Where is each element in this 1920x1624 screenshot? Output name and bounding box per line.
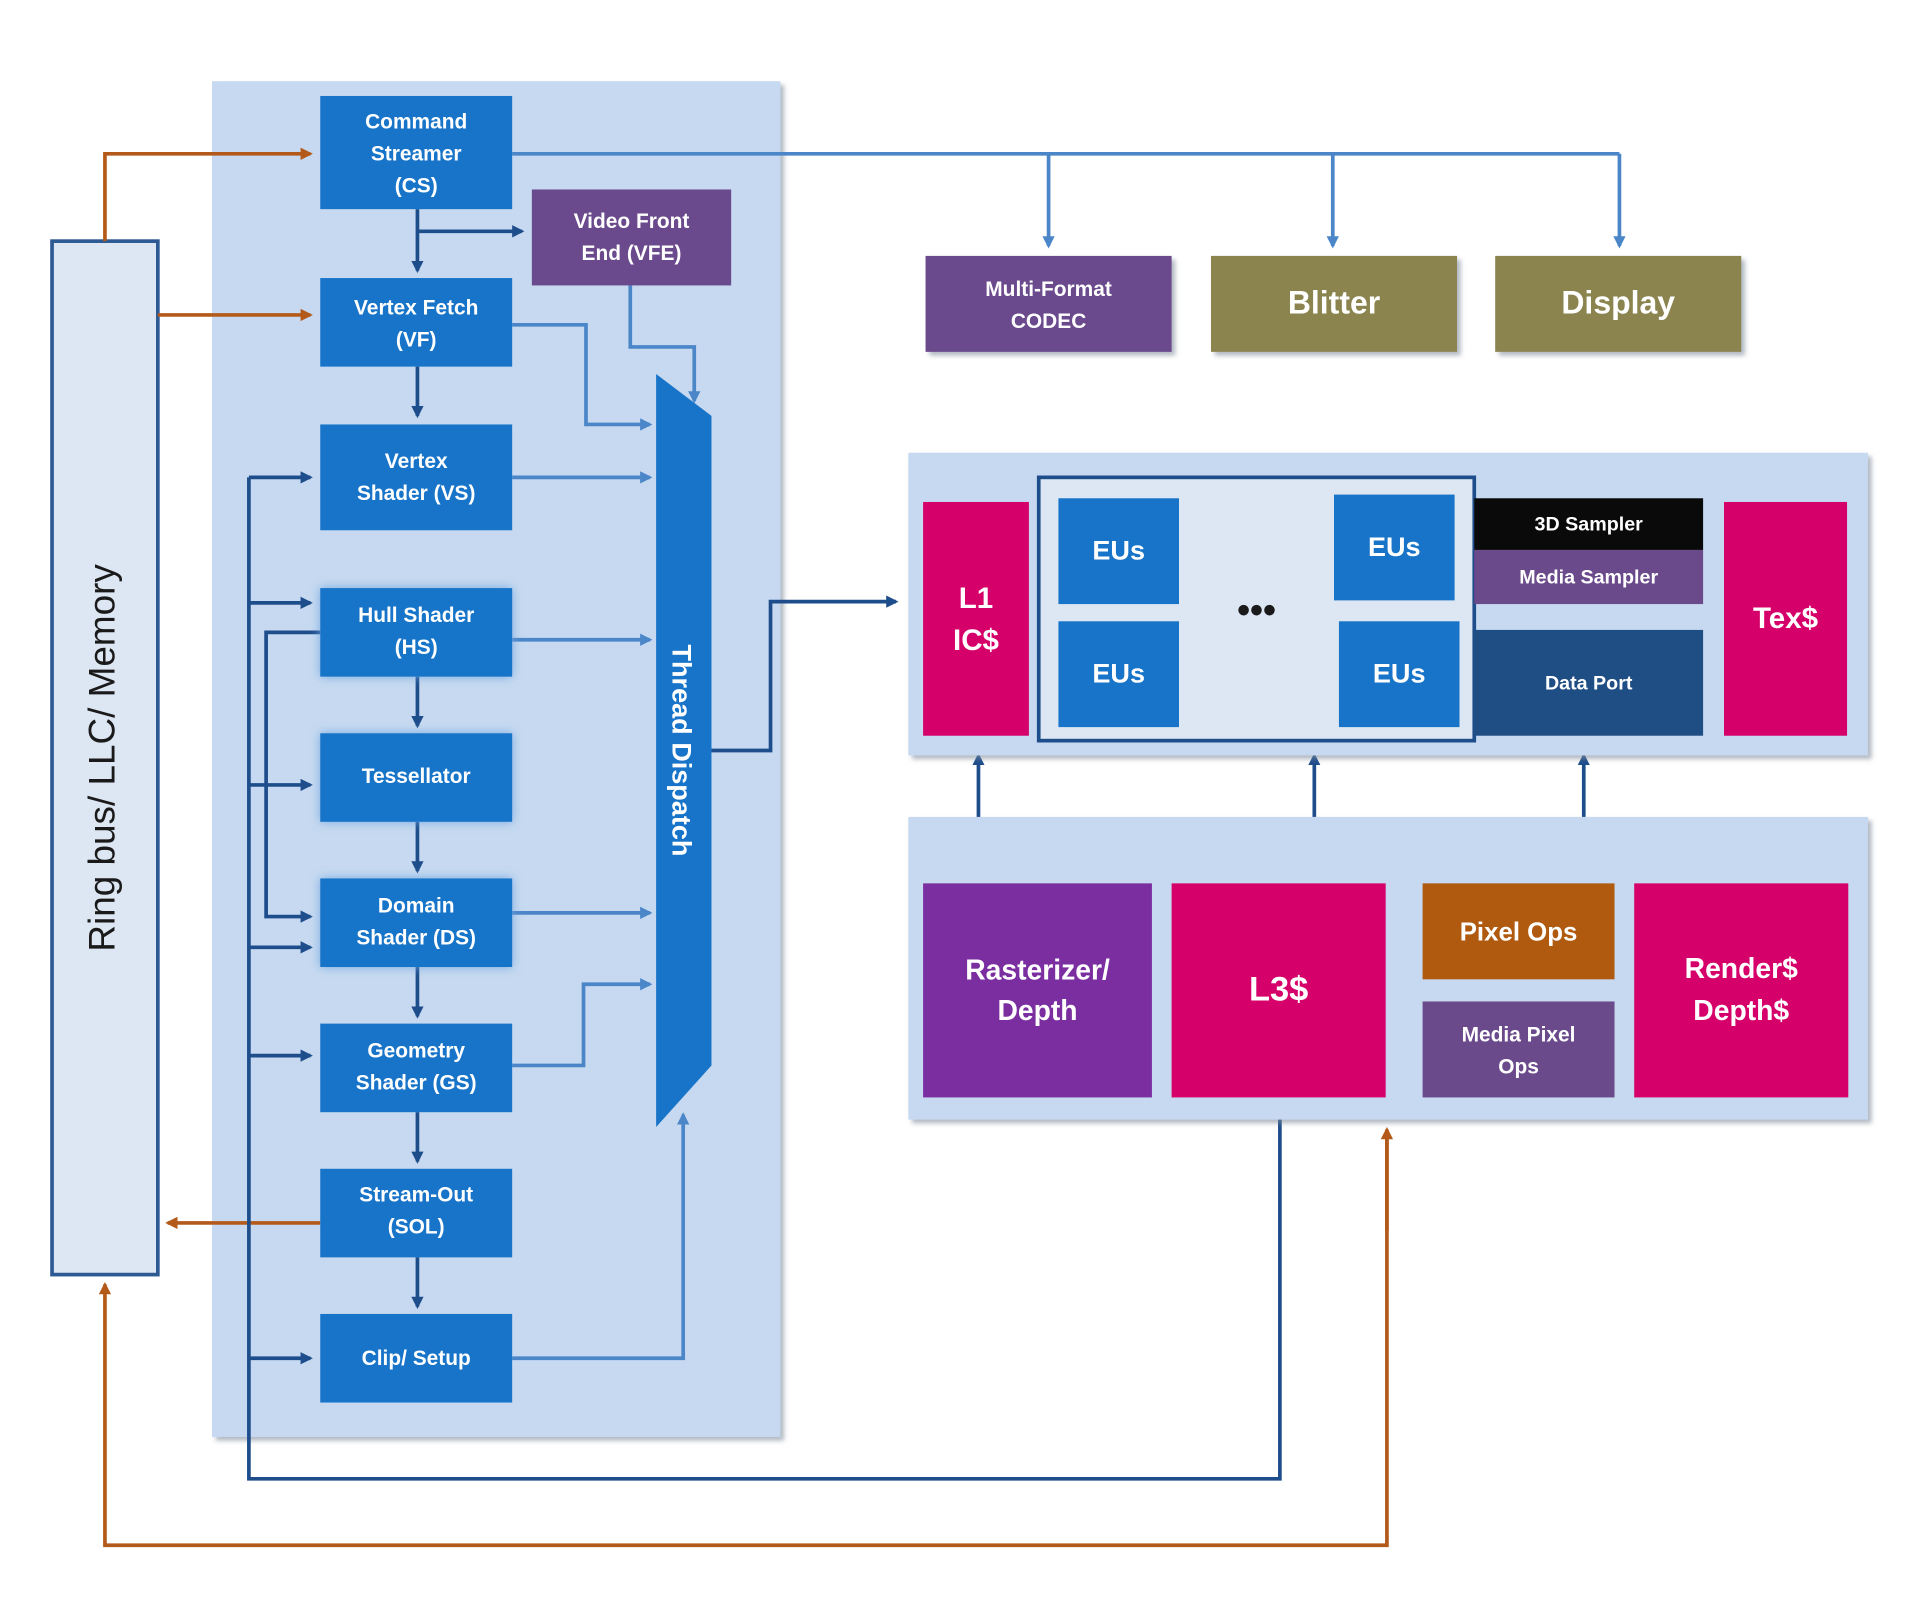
memory-to-cs-arrow [103, 147, 313, 242]
thread-dispatch-block[interactable]: Thread Dispatch [656, 374, 712, 1127]
data-port-label: Data Port [1545, 672, 1633, 694]
media-sampler-block[interactable]: Media Sampler [1474, 549, 1704, 605]
render-cache-label-1: Render$ [1685, 952, 1798, 984]
eu-label: EUs [1092, 659, 1145, 689]
l1-label-1: L1 [959, 582, 993, 615]
ds-label-1: Domain [378, 894, 455, 917]
codec-label-2: CODEC [1011, 310, 1087, 333]
hs-label-2: (HS) [395, 636, 438, 659]
eu-label: EUs [1092, 536, 1145, 566]
l3-cache-block[interactable]: L3$ [1171, 883, 1386, 1098]
media-pixel-ops-block[interactable]: Media Pixel Ops [1422, 1001, 1615, 1098]
codec-label-1: Multi-Format [985, 278, 1112, 301]
3d-sampler-block[interactable]: 3D Sampler [1474, 498, 1704, 550]
codec-block[interactable]: Multi-Format CODEC [925, 255, 1172, 352]
memory-connections [98, 147, 1394, 1548]
vertex-fetch-block[interactable]: Vertex Fetch (VF) [320, 278, 513, 367]
vfe-label-1: Video Front [574, 210, 690, 233]
media-pixel-ops-label-2: Ops [1498, 1055, 1539, 1078]
eu-label: EUs [1373, 659, 1426, 689]
te-label: Tessellator [362, 765, 471, 788]
pixel-ops-label: Pixel Ops [1460, 919, 1578, 947]
eu-block-3[interactable]: EUs [1058, 621, 1179, 728]
vf-label-1: Vertex Fetch [354, 296, 478, 319]
dispatch-to-eu-arrow [711, 595, 899, 753]
pixel-ops-block[interactable]: Pixel Ops [1422, 883, 1615, 980]
vfe-label-2: End (VFE) [582, 242, 682, 265]
blitter-block[interactable]: Blitter [1210, 255, 1458, 352]
vf-label-2: (VF) [396, 328, 437, 351]
data-port-block[interactable]: Data Port [1474, 629, 1704, 736]
render-cache-block[interactable]: Render$ Depth$ [1634, 883, 1849, 1098]
stream-out-block[interactable]: Stream-Out (SOL) [320, 1168, 513, 1258]
media-pixel-ops-label-1: Media Pixel [1462, 1023, 1576, 1046]
media-sampler-label: Media Sampler [1519, 566, 1658, 588]
rasterizer-label-2: Depth [997, 994, 1077, 1026]
l1-label-2: IC$ [953, 624, 999, 657]
memory-block[interactable]: Ring bus/ LLC/ Memory [50, 239, 160, 1277]
l3-label: L3$ [1249, 971, 1308, 1009]
memory-backend-loop-arrow [98, 1131, 1389, 1548]
ds-label-2: Shader (DS) [356, 926, 476, 949]
hs-to-ds-bypass [264, 630, 321, 923]
sol-label-2: (SOL) [388, 1215, 445, 1238]
gs-label-2: Shader (GS) [356, 1071, 477, 1094]
tex-cache-label: Tex$ [1753, 602, 1818, 635]
sol-label-1: Stream-Out [359, 1183, 473, 1206]
tessellator-block[interactable]: Tessellator [320, 733, 513, 822]
eu-block-2[interactable]: EUs [1334, 494, 1455, 601]
clip-setup-block[interactable]: Clip/ Setup [320, 1313, 513, 1403]
rasterizer-label-1: Rasterizer/ [965, 953, 1110, 985]
eu-label: EUs [1368, 532, 1421, 562]
vertex-shader-block[interactable]: Vertex Shader (VS) [320, 424, 513, 531]
blitter-label: Blitter [1288, 285, 1380, 321]
vs-label-2: Shader (VS) [357, 482, 475, 505]
eu-block-1[interactable]: EUs [1058, 498, 1179, 605]
clip-label: Clip/ Setup [362, 1347, 471, 1370]
tex-cache-block[interactable]: Tex$ [1724, 501, 1848, 736]
domain-shader-block[interactable]: Domain Shader (DS) [320, 878, 513, 968]
cs-label-1: Command [365, 111, 467, 134]
eu-ellipsis: ••• [1237, 589, 1276, 630]
3d-sampler-label: 3D Sampler [1535, 514, 1644, 536]
memory-label: Ring bus/ LLC/ Memory [82, 564, 123, 952]
vs-label-1: Vertex [385, 450, 448, 473]
gs-label-1: Geometry [367, 1039, 465, 1062]
display-label: Display [1561, 285, 1675, 321]
thread-dispatch-label: Thread Dispatch [666, 645, 696, 857]
render-cache-label-2: Depth$ [1693, 994, 1789, 1026]
hs-label-1: Hull Shader [358, 604, 474, 627]
cs-label-2: Streamer [371, 143, 462, 166]
display-block[interactable]: Display [1495, 255, 1742, 352]
cs-fanout-lines [512, 151, 1626, 249]
video-front-end-block[interactable]: Video Front End (VFE) [531, 189, 732, 286]
command-streamer-block[interactable]: Command Streamer (CS) [320, 95, 513, 210]
pipeline-flow [247, 209, 1590, 1481]
cs-label-3: (CS) [395, 175, 438, 198]
hull-shader-block[interactable]: Hull Shader (HS) [320, 588, 513, 677]
eu-block-4[interactable]: EUs [1338, 621, 1460, 728]
l1-cache-block[interactable]: L1 IC$ [923, 501, 1029, 736]
l3-return-bus [247, 477, 1282, 1481]
rasterizer-block[interactable]: Rasterizer/ Depth [923, 883, 1152, 1098]
geometry-shader-block[interactable]: Geometry Shader (GS) [320, 1023, 513, 1113]
